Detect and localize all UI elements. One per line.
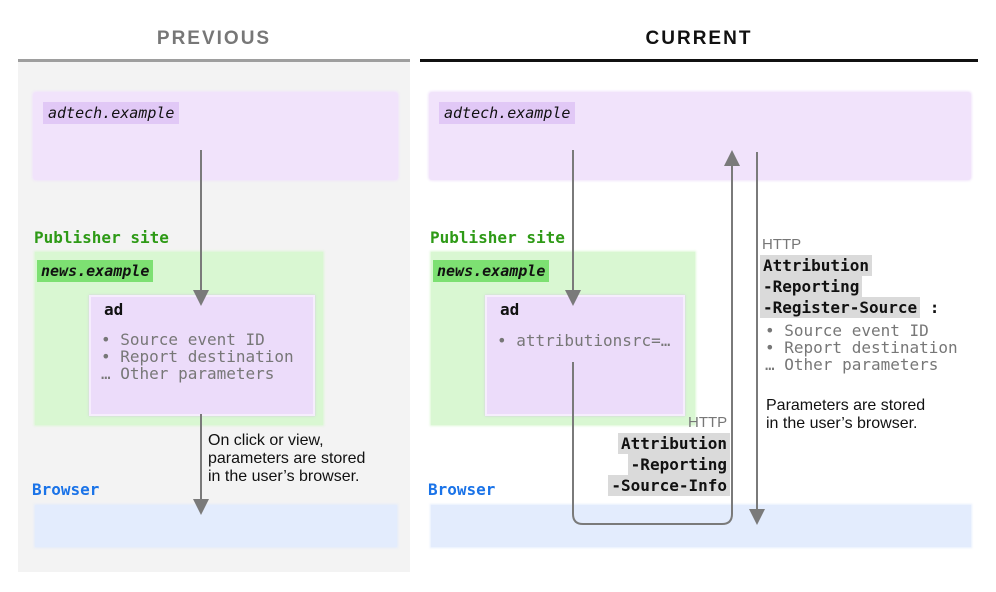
arrowhead-down-icon bbox=[193, 290, 209, 306]
response-caption-line: in the user’s browser. bbox=[766, 415, 918, 432]
current-title-rule bbox=[420, 59, 978, 62]
arrowhead-down-icon bbox=[565, 290, 581, 306]
response-header-colon: : bbox=[929, 298, 940, 317]
request-http-label: HTTP bbox=[688, 414, 728, 431]
current-browser-label: Browser bbox=[428, 480, 496, 499]
current-news-label: news.example bbox=[433, 260, 550, 282]
previous-publisher-label: Publisher site bbox=[34, 228, 169, 247]
current-ad-box bbox=[485, 295, 685, 416]
response-header: Attribution -Reporting -Register-Source … bbox=[760, 255, 940, 319]
previous-caption-line: On click or view, bbox=[208, 432, 324, 449]
previous-caption: On click or view, parameters are stored … bbox=[208, 432, 365, 486]
previous-column-title: PREVIOUS bbox=[156, 28, 272, 49]
previous-ad-params: • Source event ID • Report destination …… bbox=[101, 331, 294, 382]
response-header-line: Attribution bbox=[760, 255, 872, 276]
current-ad-line: • attributionsrc=… bbox=[497, 331, 671, 350]
arrowhead-up-icon bbox=[724, 150, 740, 166]
current-ad-to-adtech-request-arrow bbox=[572, 164, 733, 525]
previous-browser-box bbox=[35, 505, 397, 547]
request-header-line: -Source-Info bbox=[608, 475, 730, 496]
previous-caption-line: parameters are stored bbox=[208, 450, 366, 467]
previous-ad-line: • Source event ID bbox=[101, 330, 265, 349]
response-header-line: -Reporting bbox=[760, 276, 863, 297]
response-http-label: HTTP bbox=[762, 236, 802, 253]
current-ad-title: ad bbox=[500, 300, 520, 319]
previous-ad-title: ad bbox=[104, 300, 124, 319]
response-params: • Source event ID • Report destination …… bbox=[765, 322, 958, 373]
previous-ad-line: • Report destination bbox=[101, 347, 294, 366]
current-browser-box bbox=[431, 505, 971, 547]
response-param-line: • Source event ID bbox=[765, 321, 929, 340]
previous-ad-line: … Other parameters bbox=[101, 364, 275, 383]
request-header: Attribution -Reporting -Source-Info bbox=[590, 433, 730, 497]
request-header-line: -Reporting bbox=[627, 454, 730, 475]
previous-title-rule bbox=[18, 59, 410, 62]
previous-caption-line: in the user’s browser. bbox=[208, 468, 360, 485]
current-adtech-label: adtech.example bbox=[439, 102, 576, 124]
response-param-line: … Other parameters bbox=[765, 355, 939, 374]
response-caption: Parameters are stored in the user’s brow… bbox=[766, 397, 925, 433]
previous-browser-label: Browser bbox=[32, 480, 100, 499]
previous-news-label: news.example bbox=[37, 260, 154, 282]
response-param-line: • Report destination bbox=[765, 338, 958, 357]
previous-adtech-label: adtech.example bbox=[43, 102, 180, 124]
response-header-line: -Register-Source bbox=[760, 297, 921, 318]
current-column-title: CURRENT bbox=[645, 28, 753, 49]
arrowhead-down-icon bbox=[193, 499, 209, 515]
arrowhead-down-icon bbox=[749, 509, 765, 525]
response-caption-line: Parameters are stored bbox=[766, 397, 926, 414]
request-header-line: Attribution bbox=[618, 433, 730, 454]
current-publisher-label: Publisher site bbox=[430, 228, 565, 247]
